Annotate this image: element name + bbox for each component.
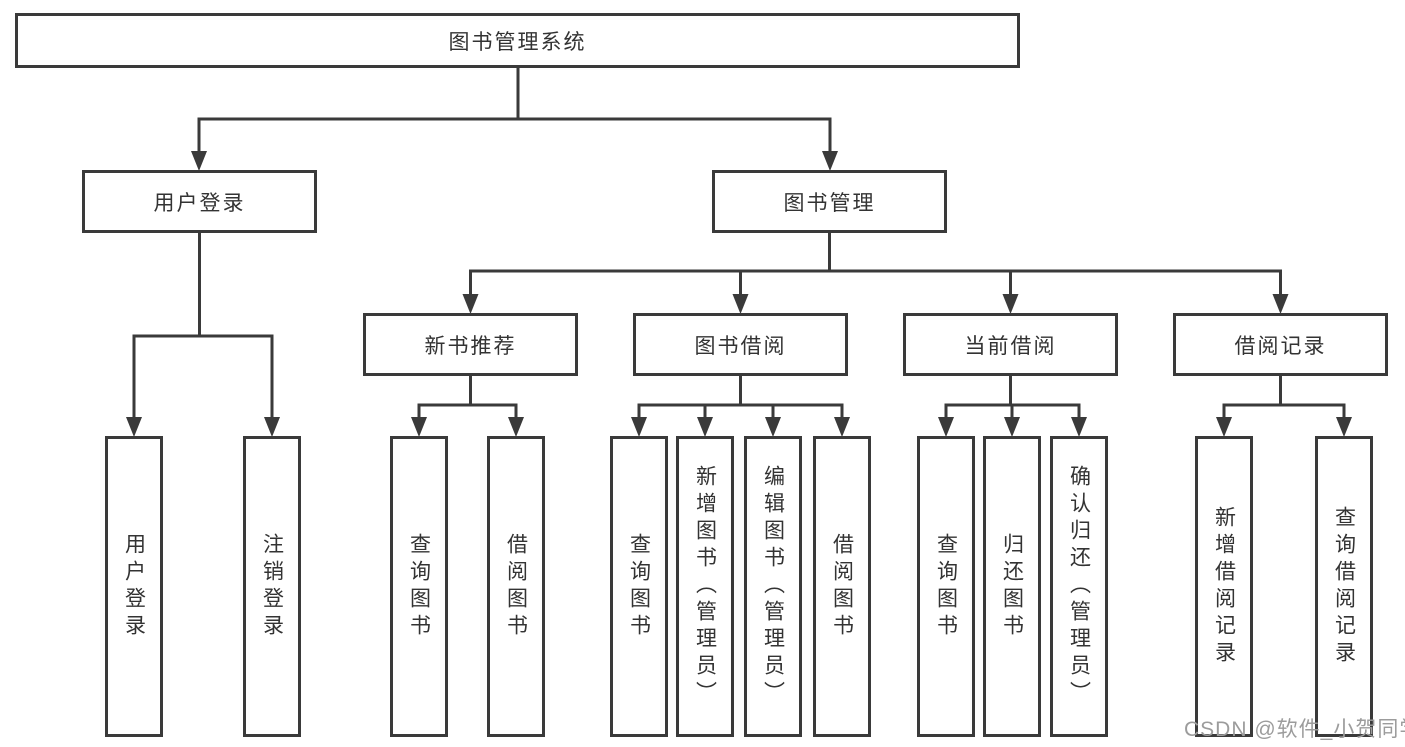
node-current-borrow: 当前借阅 [903,313,1118,376]
leaf-edit-book-admin: 编辑图书（管理员） [744,436,802,737]
leaf-borrow-book: 借阅图书 [813,436,871,737]
node-borrow-record: 借阅记录 [1173,313,1388,376]
node-book-borrow-label: 图书借阅 [694,334,787,358]
node-user-login-label: 用户登录 [153,191,246,215]
leaf-add-book-admin-label: 新增图书（管理员） [693,465,717,708]
arrowhead-icon [732,294,749,314]
leaf-query-borrow-record-label: 查询借阅记录 [1332,505,1356,668]
arrowhead-icon [834,417,850,437]
node-new-book-rec: 新书推荐 [363,313,578,376]
leaf-add-borrow-record-label: 新增借阅记录 [1212,505,1236,668]
leaf-borrow-book-label: 借阅图书 [830,532,854,641]
leaf-return-book: 归还图书 [983,436,1041,737]
leaf-user-login: 用户登录 [105,436,163,737]
arrowhead-icon [938,417,954,437]
node-root: 图书管理系统 [15,13,1020,68]
node-book-mgmt: 图书管理 [712,170,947,233]
leaf-query-book-current: 查询图书 [917,436,975,737]
arrowhead-icon [462,294,479,314]
node-new-book-rec-label: 新书推荐 [424,334,517,358]
arrowhead-icon [697,417,713,437]
leaf-borrow-book-rec-label: 借阅图书 [504,532,528,641]
leaf-query-book-current-label: 查询图书 [934,532,958,641]
arrowhead-icon [126,417,142,437]
leaf-query-borrow-record: 查询借阅记录 [1315,436,1373,737]
leaf-confirm-return-admin-label: 确认归还（管理员） [1067,465,1091,708]
arrowhead-icon [1272,294,1289,314]
leaf-query-book-rec: 查询图书 [390,436,448,737]
leaf-add-book-admin: 新增图书（管理员） [676,436,734,737]
node-book-borrow: 图书借阅 [633,313,848,376]
node-book-mgmt-label: 图书管理 [783,191,876,215]
arrowhead-icon [1336,417,1352,437]
arrowhead-icon [1071,417,1087,437]
leaf-logout-label: 注销登录 [260,532,284,641]
leaf-edit-book-admin-label: 编辑图书（管理员） [761,465,785,708]
arrowhead-icon [411,417,427,437]
node-borrow-record-label: 借阅记录 [1234,334,1327,358]
arrowhead-icon [822,151,838,171]
leaf-confirm-return-admin: 确认归还（管理员） [1050,436,1108,737]
leaf-query-book-rec-label: 查询图书 [407,532,431,641]
arrowhead-icon [765,417,781,437]
arrowhead-icon [264,417,280,437]
csdn-watermark: CSDN @软件_小贺同学 [1184,718,1405,741]
leaf-add-borrow-record: 新增借阅记录 [1195,436,1253,737]
arrowhead-icon [1004,417,1020,437]
node-user-login: 用户登录 [82,170,317,233]
leaf-borrow-book-rec: 借阅图书 [487,436,545,737]
arrowhead-icon [1216,417,1232,437]
arrowhead-icon [508,417,524,437]
leaf-logout: 注销登录 [243,436,301,737]
leaf-user-login-label: 用户登录 [122,532,146,641]
arrowhead-icon [1002,294,1019,314]
leaf-return-book-label: 归还图书 [1000,532,1024,641]
node-current-borrow-label: 当前借阅 [964,334,1057,358]
leaf-query-book-borrow-label: 查询图书 [627,532,651,641]
arrowhead-icon [191,151,207,171]
leaf-query-book-borrow: 查询图书 [610,436,668,737]
arrowhead-icon [631,417,647,437]
node-root-label: 图书管理系统 [448,30,587,54]
